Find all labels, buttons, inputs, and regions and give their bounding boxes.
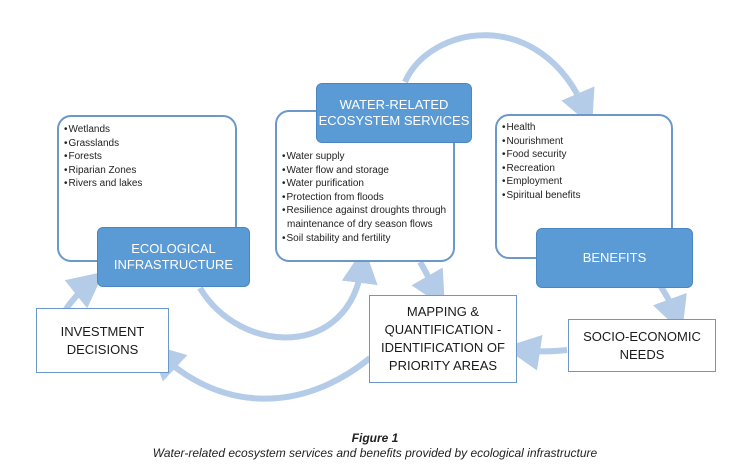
- figure-caption: Water-related ecosystem services and ben…: [152, 446, 598, 460]
- arrow-services-to-benefits: [402, 32, 595, 127]
- list-item: Grasslands: [64, 137, 235, 151]
- list-item: Food security: [502, 148, 671, 162]
- list-item: Rivers and lakes: [64, 177, 235, 191]
- investment-decisions-box: INVESTMENT DECISIONS: [36, 308, 169, 373]
- socio-economic-needs-box: SOCIO-ECONOMIC NEEDS: [568, 319, 716, 372]
- figure-title: Figure 1: [351, 431, 399, 445]
- ecological-infrastructure-list: Wetlands Grasslands Forests Riparian Zon…: [64, 123, 235, 191]
- list-item: Water flow and storage: [282, 164, 447, 178]
- list-item: Water purification: [282, 177, 447, 191]
- ecosystem-services-list: Water supply Water flow and storage Wate…: [282, 150, 447, 245]
- ecological-infrastructure-box: ECOLOGICAL INFRASTRUCTURE: [97, 227, 250, 287]
- ecological-infrastructure-label: ECOLOGICAL INFRASTRUCTURE: [113, 241, 234, 272]
- ecosystem-services-list-box: Water supply Water flow and storage Wate…: [275, 110, 455, 262]
- list-item: Employment: [502, 175, 671, 189]
- benefits-label: BENEFITS: [582, 250, 647, 265]
- list-item: Resilience against droughts through main…: [282, 204, 447, 231]
- investment-decisions-label: INVESTMENT DECISIONS: [60, 323, 145, 357]
- mapping-quantification-label: MAPPING & QUANTIFICATION - IDENTIFICATIO…: [381, 304, 505, 373]
- list-item: Recreation: [502, 162, 671, 176]
- arrow-mapping-to-investment: [148, 343, 372, 402]
- list-item: Nourishment: [502, 135, 671, 149]
- ecosystem-services-label: WATER-RELATED ECOSYSTEM SERVICES: [318, 97, 470, 128]
- list-item: Riparian Zones: [64, 164, 235, 178]
- benefits-box: BENEFITS: [536, 228, 693, 288]
- list-item: Soil stability and fertility: [282, 232, 447, 246]
- socio-economic-needs-label: SOCIO-ECONOMIC NEEDS: [583, 328, 701, 362]
- list-item: Forests: [64, 150, 235, 164]
- list-item: Health: [502, 121, 671, 135]
- list-item: Spiritual benefits: [502, 189, 671, 203]
- list-item: Water supply: [282, 150, 447, 164]
- list-item: Wetlands: [64, 123, 235, 137]
- ecosystem-services-box: WATER-RELATED ECOSYSTEM SERVICES: [316, 83, 472, 143]
- list-item: Protection from floods: [282, 191, 447, 205]
- arrow-ecological-to-services: [197, 247, 378, 341]
- arrow-socio-to-mapping: [504, 334, 568, 371]
- benefits-list: Health Nourishment Food security Recreat…: [502, 121, 671, 203]
- arrow-services-to-mapping: [411, 260, 445, 308]
- mapping-quantification-box: MAPPING & QUANTIFICATION - IDENTIFICATIO…: [369, 295, 517, 383]
